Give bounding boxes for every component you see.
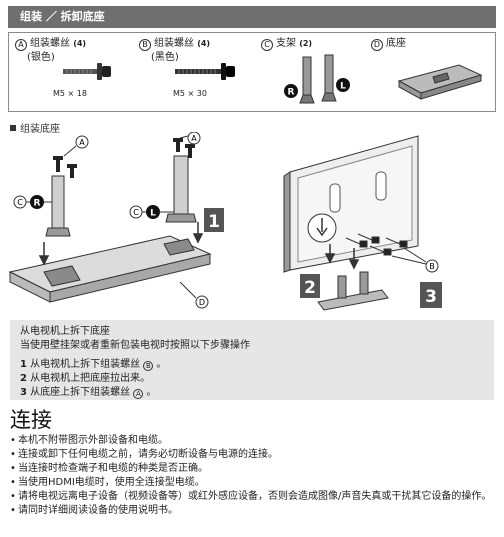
callout-c-right: C <box>133 208 139 217</box>
bracket-pair-icon: R L <box>284 54 350 104</box>
part-a-size: M5 × 18 <box>53 89 87 98</box>
callout-b: B <box>429 262 435 271</box>
connect-note: 请同时详细阅读设备的使用说明书。 <box>10 504 496 518</box>
section-header: 组装 ／ 拆卸底座 <box>8 6 496 28</box>
callout-l: L <box>150 209 156 219</box>
part-a-name: 组装螺丝 <box>30 38 70 49</box>
remove-note: 当使用壁挂架或者重新包装电视时按照以下步骤操作 <box>20 340 250 351</box>
part-c-name: 支架 <box>276 38 296 49</box>
connect-note: 请将电视远离电子设备（视频设备等）或红外感应设备，否则会造成图像/声音失真或干扰… <box>10 490 496 504</box>
silver-screw-icon <box>63 63 111 80</box>
part-b-letter: B <box>139 39 151 51</box>
connect-title: 连接 <box>10 408 52 432</box>
part-a-qty: (4) <box>73 39 87 48</box>
callout-r: R <box>34 199 41 209</box>
connect-note: 当使用HDMI电缆时，使用全连接型电缆。 <box>10 476 496 490</box>
step-3-badge: 3 <box>425 287 437 307</box>
remove-step-1-ref: B <box>143 361 154 371</box>
connect-note: 本机不附带图示外部设备和电缆。 <box>10 434 496 448</box>
callout-c-left: C <box>17 198 23 207</box>
part-d-name: 底座 <box>386 38 406 49</box>
remove-step-3-ref: A <box>133 389 144 399</box>
section-title: 组装底座 <box>10 120 60 135</box>
remove-step-2: 2 从电视机上把底座拉出来。 <box>20 373 151 384</box>
part-b-color: (黑色) <box>151 52 179 63</box>
connect-notes: 本机不附带图示外部设备和电缆。 连接或卸下任何电缆之前，请务必切断设备与电源的连… <box>10 434 496 518</box>
remove-step-1: 1 从电视机上拆下组装螺丝 B。 <box>20 359 167 371</box>
callout-a-left: A <box>79 138 85 147</box>
part-c-qty: (2) <box>299 39 313 48</box>
step-2-badge: 2 <box>304 278 316 298</box>
bracket-l-label: L <box>340 82 346 92</box>
part-b-qty: (4) <box>197 39 211 48</box>
black-screw-icon <box>175 63 235 80</box>
connect-note: 当连接时检查端子和电缆的种类是否正确。 <box>10 462 496 476</box>
callout-d: D <box>199 298 205 307</box>
part-c-letter: C <box>261 39 273 51</box>
section-title-text: 组装底座 <box>20 124 60 135</box>
connect-note: 连接或卸下任何电缆之前，请务必切断设备与电源的连接。 <box>10 448 496 462</box>
remove-instructions: 从电视机上拆下底座 当使用壁挂架或者重新包装电视时按照以下步骤操作 1 从电视机… <box>10 320 494 400</box>
part-b-size: M5 × 30 <box>173 89 207 98</box>
step-1-badge: 1 <box>208 212 220 232</box>
remove-step-3: 3 从底座上拆下组装螺丝 A。 <box>20 387 157 399</box>
remove-title: 从电视机上拆下底座 <box>20 326 110 337</box>
callout-a-right: A <box>191 134 197 143</box>
part-a-color: (银色) <box>27 52 55 63</box>
base-plate-icon <box>397 64 483 100</box>
part-d-letter: D <box>371 39 383 51</box>
bracket-r-label: R <box>288 88 295 98</box>
assembly-diagram: A A C R C L D 1 B 2 3 <box>8 132 442 311</box>
part-b-name: 组装螺丝 <box>154 38 194 49</box>
part-a-letter: A <box>15 39 27 51</box>
square-bullet-icon <box>10 125 16 131</box>
